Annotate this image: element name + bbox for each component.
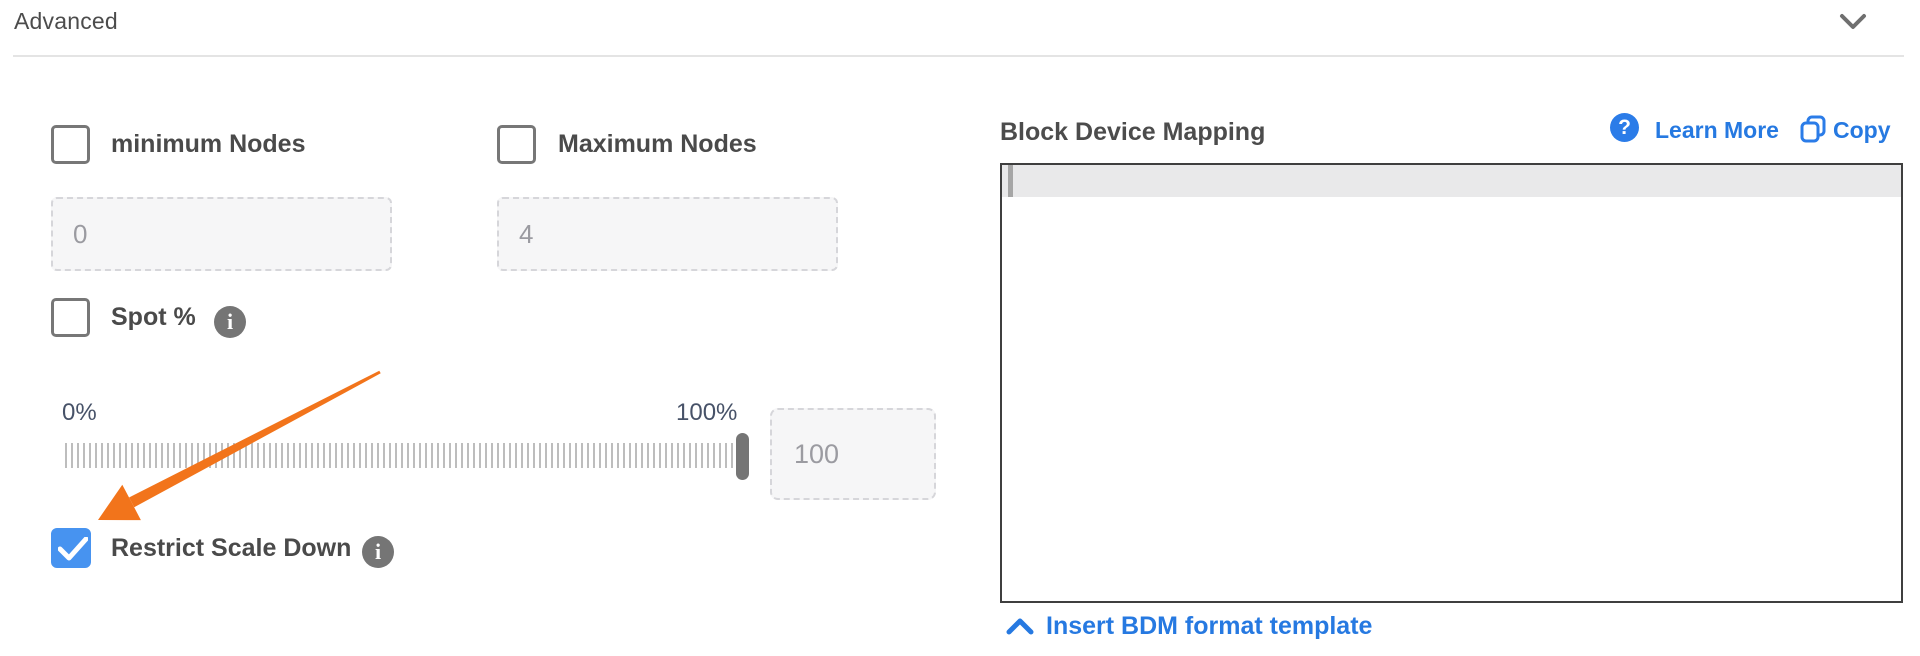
copy-icon[interactable] [1799,114,1827,144]
spot-percent-input[interactable] [770,408,936,500]
copy-link[interactable]: Copy [1833,117,1891,143]
spot-percent-slider-track[interactable] [65,443,739,468]
header-divider [13,55,1904,57]
check-icon [58,537,88,561]
section-title: Advanced [14,8,118,34]
editor-active-line [1002,165,1901,197]
minimum-nodes-input[interactable] [51,197,392,271]
minimum-nodes-checkbox[interactable] [51,125,90,164]
bdm-editor[interactable] [1000,163,1903,603]
maximum-nodes-checkbox[interactable] [497,125,536,164]
spot-percent-label: Spot % [111,303,196,331]
question-mark-icon[interactable]: ? [1610,113,1639,142]
insert-bdm-template-link[interactable]: Insert BDM format template [1046,612,1373,640]
restrict-info-icon[interactable]: i [362,536,394,568]
learn-more-link[interactable]: Learn More [1655,117,1779,143]
spot-percent-slider-handle[interactable] [736,433,749,480]
maximum-nodes-input[interactable] [497,197,838,271]
chevron-up-icon[interactable] [1006,617,1034,635]
chevron-down-icon[interactable] [1839,12,1867,32]
slider-min-label: 0% [62,399,97,426]
restrict-scale-down-checkbox[interactable] [51,528,91,568]
spot-info-icon[interactable]: i [214,306,246,338]
restrict-scale-down-label: Restrict Scale Down [111,534,352,562]
spot-percent-checkbox[interactable] [51,298,90,337]
maximum-nodes-label: Maximum Nodes [558,130,757,158]
minimum-nodes-label: minimum Nodes [111,130,306,158]
bdm-section-title: Block Device Mapping [1000,118,1266,146]
editor-caret [1008,165,1013,197]
slider-max-label: 100% [676,399,738,426]
